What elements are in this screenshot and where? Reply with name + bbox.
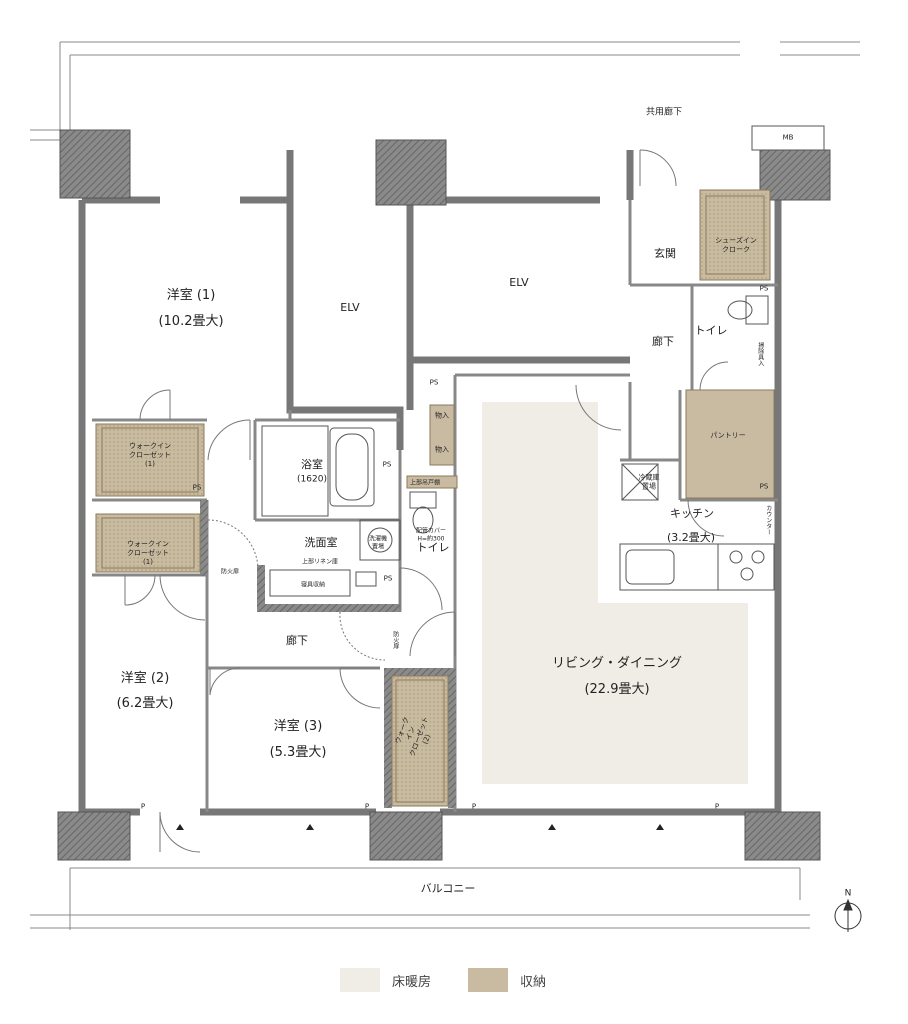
hallway-label-1: 廊下 bbox=[652, 335, 674, 349]
pantry-label: パントリー bbox=[710, 431, 746, 440]
outer-walls bbox=[78, 150, 782, 816]
ps-label-walkin: PS bbox=[192, 483, 202, 492]
toilet-label-1: トイレ bbox=[694, 324, 728, 338]
western-room-2-size: (6.2畳大) bbox=[116, 695, 174, 711]
bath-label: 浴室 bbox=[301, 458, 323, 472]
balcony-outline bbox=[30, 867, 810, 930]
bath-walls bbox=[200, 500, 456, 808]
legend-storage-label: 収納 bbox=[520, 974, 547, 990]
compass-icon bbox=[834, 898, 862, 932]
counter-label: カウンター bbox=[764, 505, 772, 535]
shelf-lines bbox=[101, 195, 765, 803]
toilet-label-2: トイレ bbox=[416, 541, 450, 555]
ps-label-washroom: PS bbox=[383, 574, 393, 583]
p-label-1: P bbox=[140, 802, 146, 811]
walkin-closet-1-label-bottom: ウォークイン クローゼット (1) bbox=[127, 539, 169, 566]
fire-door-arcs bbox=[207, 519, 386, 661]
washroom-fixtures bbox=[269, 519, 401, 597]
western-room-1-label: 洋室 (1) bbox=[166, 287, 216, 303]
p-label-2: P bbox=[364, 802, 370, 811]
window-markers bbox=[176, 824, 664, 830]
legend-floor-heating-label: 床暖房 bbox=[392, 974, 432, 990]
mb-label: MB bbox=[782, 133, 794, 142]
columns bbox=[57, 129, 831, 861]
door-swings bbox=[124, 149, 729, 853]
towel-storage-label: 寝具収納 bbox=[300, 581, 326, 589]
outer-corridor-lines bbox=[30, 41, 860, 141]
elevator-label-2: ELV bbox=[509, 276, 529, 290]
ps-label-entrance: PS bbox=[759, 284, 769, 293]
fire-door-label-2: 防火扉 bbox=[391, 631, 399, 649]
elevator-label-1: ELV bbox=[340, 301, 360, 315]
common-corridor-label: 共用廊下 bbox=[645, 107, 683, 118]
legend-floor-heating: 床暖房 bbox=[340, 968, 431, 992]
fridge-label: 冷蔵庫 置場 bbox=[638, 473, 660, 490]
north-label: N bbox=[844, 888, 852, 899]
cleaning-storage-label: 掃除具入 bbox=[756, 342, 764, 366]
washer-label: 洗濯機 置場 bbox=[368, 535, 388, 551]
balcony-label: バルコニー bbox=[420, 882, 476, 896]
ps-label-bath: PS bbox=[382, 460, 392, 469]
floor-heating-swatch bbox=[340, 968, 380, 992]
living-dining-size: (22.9畳大) bbox=[584, 681, 650, 697]
storage-areas bbox=[95, 189, 775, 807]
storage-label-1: 物入 bbox=[435, 411, 449, 420]
walkin-closet-1-label-top: ウォークイン クローゼット (1) bbox=[129, 441, 171, 468]
kitchen-size: (3.2畳大) bbox=[666, 531, 716, 545]
shoes-in-cloak-label: シューズイン クローク bbox=[715, 236, 757, 253]
storage-label-2: 物入 bbox=[435, 445, 449, 454]
toilet-icon bbox=[409, 295, 769, 534]
western-room-3-size: (5.3畳大) bbox=[269, 744, 327, 760]
western-room-2-label: 洋室 (2) bbox=[120, 670, 170, 686]
fire-door-label-1: 防火扉 bbox=[220, 568, 240, 576]
bathtub-icon bbox=[261, 425, 375, 517]
western-room-3-label: 洋室 (3) bbox=[273, 718, 323, 734]
mb-box bbox=[751, 125, 825, 151]
western-room-1-size: (10.2畳大) bbox=[158, 313, 224, 329]
legend-storage: 収納 bbox=[468, 968, 546, 992]
bath-size: (1620) bbox=[297, 474, 327, 485]
pipe-cover-label: 配管カバー H=約300 bbox=[415, 527, 447, 543]
interior-walls bbox=[92, 200, 778, 812]
hallway-label-2: 廊下 bbox=[286, 634, 308, 648]
living-dining-label: リビング・ダイニング bbox=[551, 655, 683, 671]
ps-label-pantry: PS bbox=[759, 482, 769, 491]
floor-heating-area bbox=[482, 402, 748, 784]
washroom-label: 洗面室 bbox=[304, 536, 338, 550]
upper-linen-label: 上部リネン庫 bbox=[301, 558, 339, 566]
kitchen-label: キッチン bbox=[670, 507, 714, 521]
entrance-label: 玄関 bbox=[654, 247, 676, 261]
ps-label-center: PS bbox=[429, 378, 439, 387]
upper-cabinet-label: 上部吊戸棚 bbox=[409, 479, 441, 487]
p-label-3: P bbox=[471, 802, 477, 811]
storage-swatch bbox=[468, 968, 508, 992]
p-label-4: P bbox=[714, 802, 720, 811]
kitchen-counter bbox=[619, 463, 775, 591]
